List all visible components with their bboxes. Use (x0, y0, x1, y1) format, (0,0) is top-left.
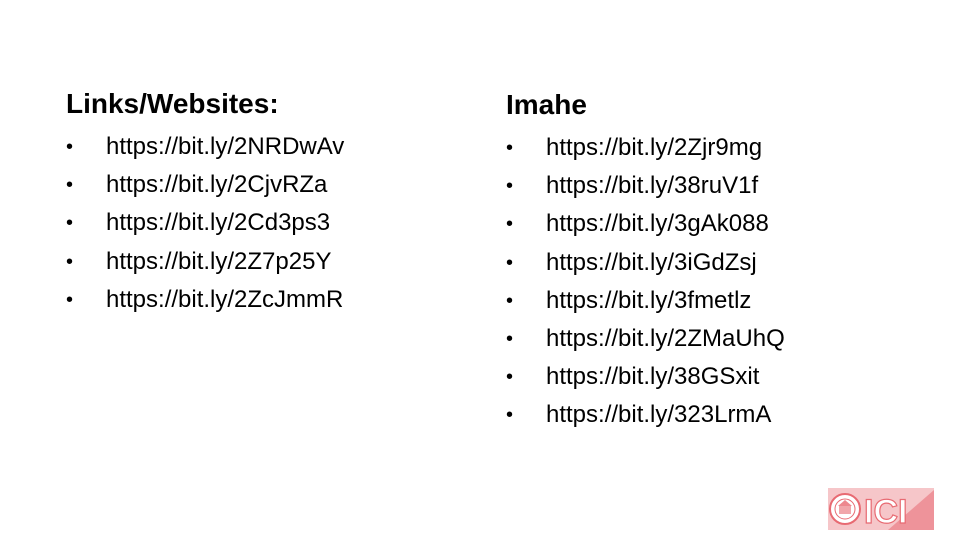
link-text[interactable]: https://bit.ly/3fmetlz (546, 286, 752, 314)
bullet-icon: • (506, 328, 514, 351)
imahe-heading: Imahe (506, 89, 587, 120)
link-text[interactable]: https://bit.ly/38ruV1f (546, 172, 759, 200)
links-websites-heading: Links/Websites: (66, 88, 279, 119)
list-item: • https://bit.ly/3fmetlz (506, 282, 906, 320)
bullet-icon: • (506, 251, 514, 274)
bullet-icon: • (506, 366, 514, 389)
link-text[interactable]: https://bit.ly/3gAk088 (546, 210, 769, 238)
link-text[interactable]: https://bit.ly/38GSxit (546, 363, 760, 391)
link-text[interactable]: https://bit.ly/2ZcJmmR (106, 285, 344, 313)
imahe-list: • https://bit.ly/2Zjr9mg • https://bit.ly/… (506, 129, 906, 435)
link-text[interactable]: https://bit.ly/323LrmA (546, 401, 772, 429)
bullet-icon: • (66, 288, 74, 311)
imahe-column: Imahe • https://bit.ly/2Zjr9mg • https://b… (506, 86, 906, 435)
logo-text: ICI (864, 493, 907, 530)
logo-stripe (888, 490, 934, 530)
link-text[interactable]: https://bit.ly/2Z7p25Y (106, 247, 332, 275)
links-websites-list: • https://bit.ly/2NRDwAv • https://bit.ly/… (66, 128, 456, 319)
list-item: • https://bit.ly/2NRDwAv (66, 128, 456, 166)
link-text[interactable]: https://bit.ly/2CjvRZa (106, 171, 328, 199)
links-websites-column: Links/Websites: • https://bit.ly/2NRDwAv … (66, 86, 456, 319)
ici-logo: ICI (828, 488, 934, 530)
link-text[interactable]: https://bit.ly/2Zjr9mg (546, 134, 763, 161)
list-item: • https://bit.ly/2CjvRZa (66, 166, 456, 204)
link-text[interactable]: https://bit.ly/3iGdZsj (546, 248, 757, 276)
list-item: • https://bit.ly/2ZcJmmR (66, 281, 456, 319)
link-text[interactable]: https://bit.ly/2Cd3ps3 (106, 209, 331, 237)
list-item: • https://bit.ly/2ZMaUhQ (506, 320, 906, 358)
bullet-icon: • (506, 137, 514, 159)
list-item: • https://bit.ly/2Zjr9mg (506, 129, 906, 167)
list-item: • https://bit.ly/38GSxit (506, 358, 906, 396)
bullet-icon: • (66, 174, 74, 197)
link-text[interactable]: https://bit.ly/2NRDwAv (106, 133, 345, 160)
bullet-icon: • (506, 404, 514, 427)
list-item: • https://bit.ly/38ruV1f (506, 167, 906, 205)
bullet-icon: • (66, 212, 74, 235)
bullet-icon: • (506, 213, 514, 236)
link-text[interactable]: https://bit.ly/2ZMaUhQ (546, 325, 785, 353)
list-item: • https://bit.ly/3iGdZsj (506, 244, 906, 282)
bullet-icon: • (506, 289, 514, 312)
bullet-icon: • (66, 250, 74, 273)
bullet-icon: • (506, 175, 514, 198)
list-item: • https://bit.ly/3gAk088 (506, 205, 906, 243)
list-item: • https://bit.ly/2Cd3ps3 (66, 204, 456, 242)
seal-icon (829, 493, 861, 525)
list-item: • https://bit.ly/323LrmA (506, 396, 906, 434)
list-item: • https://bit.ly/2Z7p25Y (66, 243, 456, 281)
bullet-icon: • (66, 136, 74, 158)
